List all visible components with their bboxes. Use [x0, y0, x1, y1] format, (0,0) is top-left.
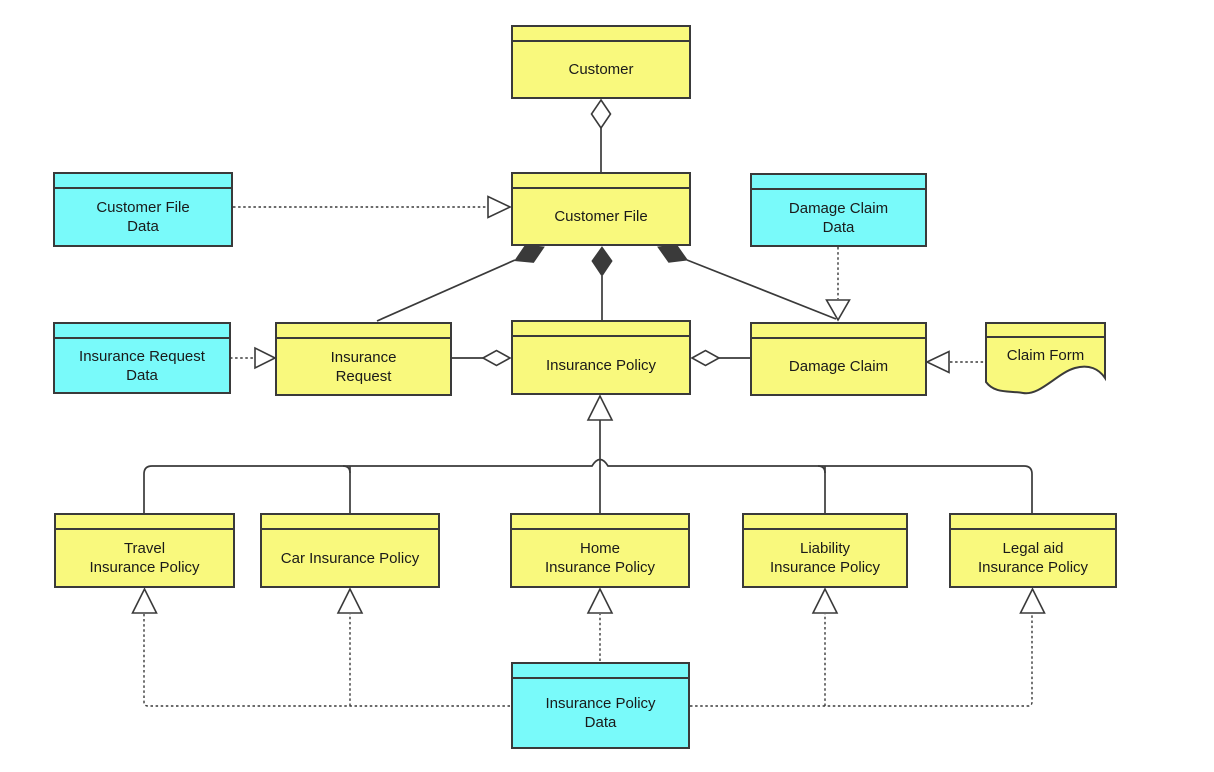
- node-legal-aid-insurance-policy: Legal aid Insurance Policy: [949, 513, 1117, 588]
- node-liability-insurance-policy: Liability Insurance Policy: [742, 513, 908, 588]
- node-header-band: [744, 515, 906, 530]
- realization-arrowhead: [925, 350, 950, 374]
- node-header-band: [277, 324, 450, 339]
- node-damage-claim: Damage Claim: [750, 322, 927, 396]
- node-claim-form: Claim Form: [985, 322, 1106, 400]
- realization-arrowhead: [254, 346, 277, 370]
- node-header-band: [55, 174, 231, 189]
- realization-arrowhead: [1019, 587, 1046, 614]
- corner-arc: [817, 465, 826, 474]
- node-header-band: [752, 175, 925, 190]
- node-label: Insurance Policy: [545, 356, 657, 374]
- node-label: Insurance Request: [330, 348, 397, 385]
- node-label: Customer: [568, 61, 634, 78]
- aggregation-diamond: [481, 349, 512, 367]
- node-car-insurance-policy: Car Insurance Policy: [260, 513, 440, 588]
- node-insurance-request: Insurance Request: [275, 322, 452, 396]
- composition-diamond: [591, 246, 613, 277]
- generalization-triangle: [586, 394, 614, 421]
- node-insurance-policy-data: Insurance Policy Data: [511, 662, 690, 749]
- node-insurance-policy: Insurance Policy: [511, 320, 691, 395]
- aggregation-diamond: [590, 98, 612, 130]
- realization-line: [690, 614, 1033, 707]
- node-label: Car Insurance Policy: [280, 549, 420, 567]
- node-label: Damage Claim Data: [788, 199, 889, 236]
- node-label: Travel Insurance Policy: [89, 540, 200, 576]
- node-header-band: [951, 515, 1115, 530]
- realization-arrowhead: [131, 587, 158, 614]
- aggregation-diamond: [690, 349, 721, 367]
- node-header-band: [512, 515, 688, 530]
- realization-arrowhead: [825, 299, 851, 322]
- realization-arrowhead: [336, 587, 364, 614]
- realization-arrowhead: [487, 195, 512, 219]
- node-header-band: [513, 174, 689, 189]
- node-label: Legal aid Insurance Policy: [977, 540, 1089, 576]
- node-label: Insurance Request Data: [79, 347, 205, 384]
- node-label: Home Insurance Policy: [544, 540, 656, 576]
- composition-line: [686, 259, 837, 320]
- node-customer: Customer: [511, 25, 691, 99]
- generalization-bus-line: [143, 458, 1033, 513]
- node-header-band: [513, 27, 689, 42]
- corner-arc: [342, 465, 351, 474]
- node-header-band: [752, 324, 925, 339]
- node-label: Liability Insurance Policy: [769, 540, 881, 576]
- node-customer-file-data: Customer File Data: [53, 172, 233, 247]
- node-damage-claim-data: Damage Claim Data: [750, 173, 927, 247]
- document-shape-icon: [985, 322, 1106, 395]
- composition-line: [376, 259, 516, 322]
- node-label: Damage Claim: [788, 358, 889, 375]
- node-header-band: [56, 515, 233, 530]
- node-insurance-request-data: Insurance Request Data: [53, 322, 231, 394]
- node-header-band: [513, 664, 688, 679]
- node-label: Customer File Data: [96, 199, 190, 235]
- node-customer-file: Customer File: [511, 172, 691, 246]
- node-label: Claim Form: [1006, 347, 1085, 364]
- node-header-band: [262, 515, 438, 530]
- node-travel-insurance-policy: Travel Insurance Policy: [54, 513, 235, 588]
- node-label: Insurance Policy Data: [545, 695, 656, 731]
- node-header-band: [513, 322, 689, 337]
- realization-arrowhead: [586, 587, 614, 614]
- node-home-insurance-policy: Home Insurance Policy: [510, 513, 690, 588]
- node-label: Customer File: [554, 208, 648, 225]
- realization-arrowhead: [811, 587, 839, 614]
- realization-line: [143, 614, 510, 707]
- node-header-band: [55, 324, 229, 339]
